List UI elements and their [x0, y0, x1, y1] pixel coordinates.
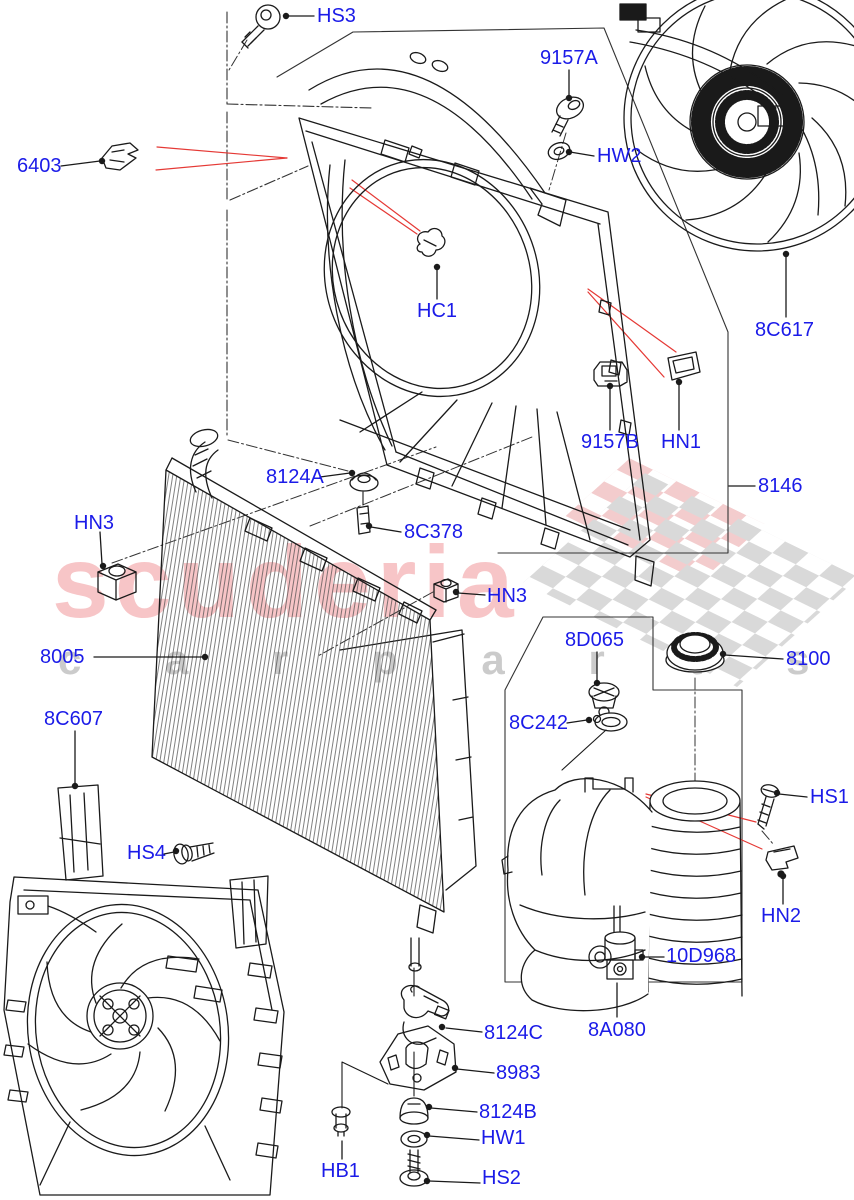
filler-cap-8100: [665, 632, 725, 673]
grommet-8124a: [349, 472, 379, 492]
clip-hc1: [416, 227, 446, 257]
part-label-10d968: 10D968: [666, 945, 737, 967]
grommet-hn1: [667, 351, 701, 381]
nut-hn3-right: [433, 578, 459, 603]
seal-8c242: [592, 712, 628, 732]
leader-lines: [60, 15, 808, 1184]
part-label-hs1: HS1: [810, 786, 849, 808]
part-connection-lines: [341, 491, 607, 1109]
part-label-hb1: HB1: [321, 1160, 360, 1182]
part-label-8124c: 8124C: [484, 1022, 543, 1044]
u-nut-9157b: [593, 361, 628, 387]
part-label-8c242: 8C242: [509, 712, 568, 734]
part-label-8c617: 8C617: [755, 319, 814, 341]
screw-hs3: [241, 4, 281, 49]
part-label-8a080: 8A080: [588, 1019, 646, 1041]
boundary-box-8146: [226, 11, 729, 554]
cap-sensor-8d065: [588, 682, 620, 718]
front-fan-shroud-drawing: [3, 784, 285, 1196]
bolt-hb1: [331, 1106, 351, 1137]
part-label-6403: 6403: [17, 155, 62, 177]
screw-hs2: [399, 1149, 429, 1187]
part-label-9157a: 9157A: [540, 47, 598, 69]
part-label-8d065: 8D065: [565, 629, 624, 651]
clip-6403: [101, 142, 139, 171]
part-label-hn1: HN1: [661, 431, 702, 453]
grommet-8124b: [399, 1097, 429, 1125]
part-label-8c607: 8C607: [44, 708, 103, 730]
part-label-hs4: HS4: [127, 842, 166, 864]
part-label-hs2: HS2: [482, 1167, 521, 1189]
washer-hw2: [547, 141, 571, 161]
radiator-drawing: [151, 428, 477, 972]
fan-shroud-drawing: [298, 51, 655, 587]
part-label-8005: 8005: [40, 646, 85, 668]
part-label-hc1: HC1: [417, 300, 458, 322]
clamp-8124c: [400, 984, 450, 1045]
mount-bracket-8983: [379, 1025, 457, 1091]
part-label-8124a: 8124A: [266, 466, 324, 488]
boundary-box-8a080: [504, 616, 743, 983]
part-label-hn3: HN3: [487, 585, 528, 607]
screw-hs1: [757, 784, 780, 830]
part-label-hn3: HN3: [74, 512, 115, 534]
nut-hn3-left: [97, 563, 137, 601]
part-label-8c378: 8C378: [404, 521, 463, 543]
expansion-tank-drawing: [501, 777, 743, 1012]
washer-hw1: [400, 1130, 428, 1148]
part-label-8124b: 8124B: [479, 1101, 537, 1123]
bracket-8c378: [356, 505, 371, 535]
level-sensor-10d968: [604, 931, 644, 980]
bolt-9157a: [551, 96, 585, 137]
leader-dots: [71, 12, 790, 1185]
part-label-hs3: HS3: [317, 5, 356, 27]
bolt-hs4: [173, 842, 215, 865]
part-label-8146: 8146: [758, 475, 803, 497]
part-label-hw2: HW2: [597, 145, 642, 167]
part-label-9157b: 9157B: [581, 431, 639, 453]
stud-plate-hn2: [765, 845, 799, 878]
viscous-fan-drawing: [619, 0, 854, 252]
part-label-8100: 8100: [786, 648, 831, 670]
part-label-hn2: HN2: [761, 905, 802, 927]
part-label-8983: 8983: [496, 1062, 541, 1084]
part-label-hw1: HW1: [481, 1127, 526, 1149]
